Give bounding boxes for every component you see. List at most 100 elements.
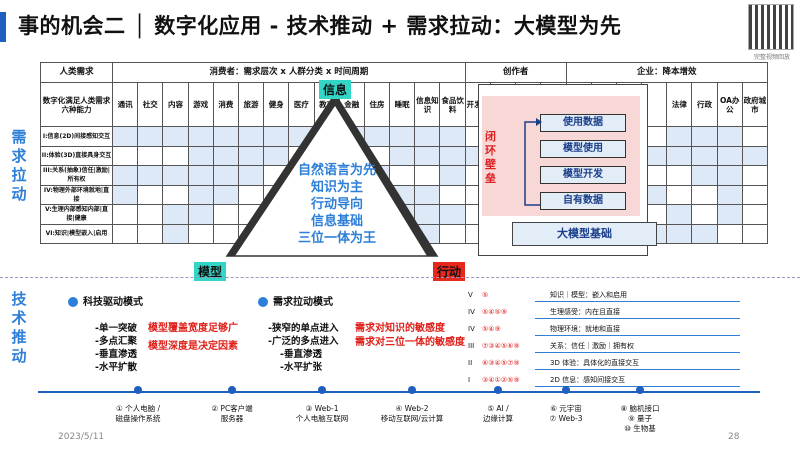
level-roman: IV: [468, 308, 475, 316]
grid-cell: [741, 126, 769, 147]
timeline-tick: [636, 386, 644, 394]
level-nums: ⑦③④⑤⑥⑨: [482, 342, 520, 350]
grid-row-label: III:关系(抽象)信任|激励|所有权: [40, 165, 113, 186]
bullet: -广泛的多点进入: [268, 336, 339, 347]
timeline-line: ⑥ 元宇宙: [550, 404, 582, 413]
grid-col-header: 内容: [162, 82, 189, 127]
grid-cell: [137, 145, 164, 166]
grid-cell: [187, 223, 214, 244]
level-arrow-line: [535, 301, 740, 302]
level-arrow-line: [535, 369, 740, 370]
section-divider: [0, 277, 800, 278]
grid-cell: [439, 145, 466, 166]
level-nums: ⑤④⑨: [482, 325, 501, 333]
level-desc: 生理感受：内在且直接: [550, 308, 620, 316]
closed-loop-label: 闭环壁垒: [485, 130, 496, 185]
grid-cell: [111, 145, 139, 166]
bullet-dot-icon: [258, 297, 268, 307]
timeline-tick: [134, 386, 142, 394]
mode-tech-bullets: -单一突破 -多点汇聚 -垂直渗透 -水平扩散: [95, 322, 137, 374]
grid-col-left: 数字化满足人类需求六种能力: [40, 82, 113, 127]
grid-cell: [666, 223, 693, 244]
level-roman: V: [468, 291, 473, 299]
grid-cell: [741, 165, 769, 186]
grid-header-enterprise: 企业：降本增效: [565, 62, 769, 83]
level-desc: 3D 体验：具体化的直接交互: [550, 359, 640, 367]
grid-cell: [111, 165, 139, 186]
grid-cell: [439, 204, 466, 225]
center-line: 知识为主: [310, 180, 363, 195]
step-model-dev: 模型开发: [540, 166, 626, 184]
grid-cell: [716, 223, 743, 244]
timeline-tick: [318, 386, 326, 394]
grid-cell: [187, 204, 214, 225]
grid-cell: [741, 145, 769, 166]
step-use-data: 使用数据: [540, 114, 626, 132]
loop-arrow-icon: [524, 118, 542, 206]
triangle-right-label: 行动: [433, 262, 466, 281]
grid-col-header: 法律: [666, 82, 693, 127]
grid-cell: [187, 165, 214, 186]
triangle-diagram: [225, 92, 439, 257]
grid-cell: [162, 145, 189, 166]
grid-cell: [716, 145, 743, 166]
timeline-line: ⑨ 量子: [627, 414, 653, 423]
timeline-label: ② PC客户端服务器: [192, 404, 272, 424]
level-arrow-line: [535, 352, 740, 353]
mode-tech-title: 科技驱动模式: [68, 293, 143, 308]
bullet: -单一突破: [95, 323, 137, 334]
grid-cell: [162, 126, 189, 147]
timeline-line: ⑦ Web-3: [549, 414, 583, 423]
qr-caption: 完整视频回放: [753, 54, 790, 61]
level-desc: 2D 信息：感知间接交互: [550, 376, 626, 384]
grid-cell: [187, 126, 214, 147]
grid-cell: [237, 126, 265, 147]
level-desc: 物理环境：就地和直接: [550, 325, 620, 333]
level-nums: ⑤④⑤⑨: [482, 308, 508, 316]
footer-date: 2023/5/11: [58, 432, 105, 442]
timeline-line: 边缘计算: [483, 414, 513, 423]
step-own-data: 自有数据: [540, 192, 626, 210]
grid-cell: [162, 223, 189, 244]
mode-demand-title-text: 需求拉动模式: [273, 297, 333, 308]
grid-col-header: 社交: [137, 82, 164, 127]
grid-cell: [137, 204, 164, 225]
timeline-line: ④ Web-2: [395, 404, 429, 413]
grid-cell: [716, 126, 743, 147]
grid-cell: [666, 145, 693, 166]
red-note: 需求对三位一体的敏感度: [355, 337, 465, 348]
step-model-use: 模型使用: [540, 140, 626, 158]
grid-cell: [716, 204, 743, 225]
grid-row-label: II:体验(3D)直接具身交互: [40, 145, 113, 166]
timeline-line: ② PC客户端: [211, 404, 253, 413]
mode-demand-red: 需求对知识的敏感度 需求对三位一体的敏感度: [355, 322, 465, 350]
bullet: -垂直渗透: [280, 349, 322, 360]
grid-cell: [691, 126, 718, 147]
grid-col-header: 信息知识: [414, 82, 441, 127]
grid-row-label: VI:知识|模型嵌入|启用: [40, 223, 113, 244]
grid-cell: [691, 184, 718, 205]
bullet-dot-icon: [68, 297, 78, 307]
level-nums: ③④①②⑤⑨: [482, 376, 520, 384]
center-line: 行动导向: [310, 197, 363, 212]
timeline-label: ① 个人电脑 /磁盘操作系统: [98, 404, 178, 424]
grid-col-header: 消费: [212, 82, 239, 127]
side-label-tech: 技术推动: [11, 290, 27, 365]
center-line: 信息基础: [310, 214, 363, 229]
grid-cell: [212, 184, 239, 205]
grid-cell: [263, 126, 290, 147]
red-note: 模型覆盖宽度足够广: [148, 323, 238, 334]
grid-cell: [666, 126, 693, 147]
grid-cell: [137, 223, 164, 244]
timeline-line: ③ Web-1: [305, 404, 339, 413]
grid-cell: [137, 184, 164, 205]
bullet: -垂直渗透: [95, 349, 137, 360]
grid-cell: [666, 204, 693, 225]
bullet: -多点汇聚: [95, 336, 137, 347]
qr-code-icon[interactable]: [748, 4, 794, 50]
grid-cell: [666, 165, 693, 186]
grid-cell: [111, 126, 139, 147]
